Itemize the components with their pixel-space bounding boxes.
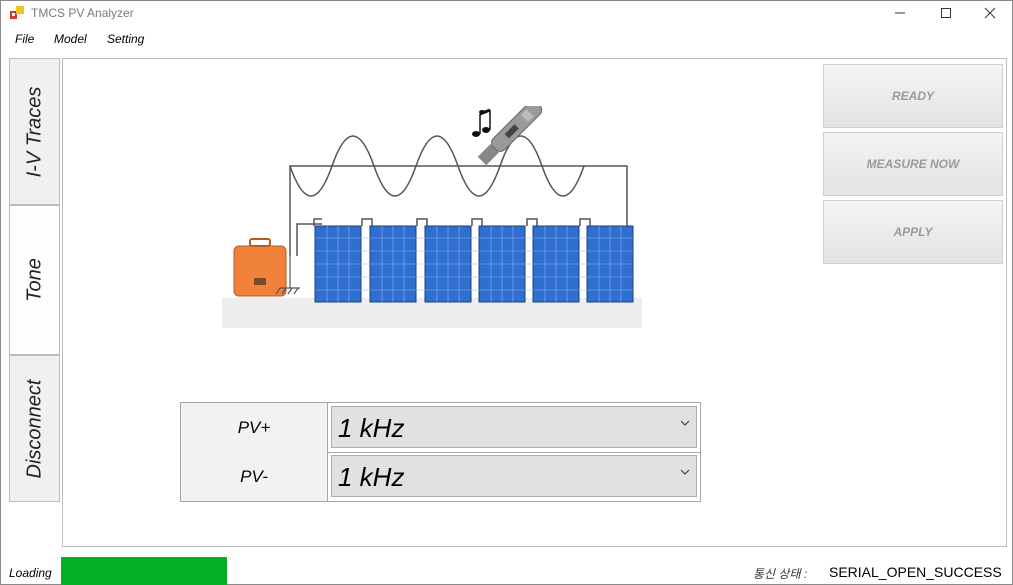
pv-plus-label: PV+ xyxy=(181,403,328,452)
menu-file[interactable]: File xyxy=(15,32,35,46)
tone-probe-icon xyxy=(477,106,543,166)
maximize-icon xyxy=(941,8,951,18)
pv-minus-frequency-value: 1 kHz xyxy=(338,462,405,492)
music-notes-icon xyxy=(472,108,491,137)
ground-icon xyxy=(275,256,300,295)
measure-now-button[interactable]: MEASURE NOW xyxy=(823,132,1003,196)
pv-plus-frequency-value: 1 kHz xyxy=(338,413,405,443)
menu-bar: File Model Setting xyxy=(1,29,1012,51)
pv-plus-row: PV+ 1 kHz xyxy=(181,403,700,453)
pv-minus-label: PV- xyxy=(181,452,328,501)
window-title: TMCS PV Analyzer xyxy=(31,6,134,20)
loading-progress-bar xyxy=(61,557,227,585)
tab-tone[interactable]: Tone xyxy=(9,205,60,355)
status-bar: Loading 통신 상태 : SERIAL_OPEN_SUCCESS xyxy=(1,554,1012,585)
comm-status-label: 통신 상태 : xyxy=(753,567,808,581)
vertical-tab-strip: I-V Traces Tone Disconnect xyxy=(9,58,62,503)
tab-label: Disconnect xyxy=(23,379,45,478)
chevron-down-icon xyxy=(680,420,690,426)
title-bar[interactable]: TMCS PV Analyzer xyxy=(1,1,1012,25)
menu-model[interactable]: Model xyxy=(54,32,87,46)
minimize-button[interactable] xyxy=(877,1,923,25)
tone-tab-panel: READY MEASURE NOW APPLY PV+ 1 kHz PV- 1 … xyxy=(62,58,1007,547)
tone-diagram-image xyxy=(222,106,642,328)
minimize-icon xyxy=(895,12,905,14)
apply-button[interactable]: APPLY xyxy=(823,200,1003,264)
tab-label: I-V Traces xyxy=(23,86,45,177)
tab-iv-traces[interactable]: I-V Traces xyxy=(9,58,60,205)
pv-plus-frequency-select[interactable]: 1 kHz xyxy=(331,406,697,448)
close-button[interactable] xyxy=(967,1,1013,25)
tab-label: Tone xyxy=(23,258,45,302)
app-icon xyxy=(10,6,24,19)
close-icon xyxy=(984,7,996,19)
pv-minus-row: PV- 1 kHz xyxy=(181,452,700,501)
chevron-down-icon xyxy=(680,469,690,475)
maximize-button[interactable] xyxy=(923,1,969,25)
ready-button[interactable]: READY xyxy=(823,64,1003,128)
solar-panel-icons xyxy=(314,225,634,303)
comm-status-value: SERIAL_OPEN_SUCCESS xyxy=(829,564,1002,580)
pv-minus-frequency-select[interactable]: 1 kHz xyxy=(331,455,697,497)
loading-label: Loading xyxy=(9,566,52,580)
analyzer-device-icon xyxy=(233,238,287,297)
menu-setting[interactable]: Setting xyxy=(107,32,145,46)
progress-fill xyxy=(61,557,227,585)
tab-disconnect[interactable]: Disconnect xyxy=(9,355,60,502)
tone-frequency-table: PV+ 1 kHz PV- 1 kHz xyxy=(180,402,701,502)
